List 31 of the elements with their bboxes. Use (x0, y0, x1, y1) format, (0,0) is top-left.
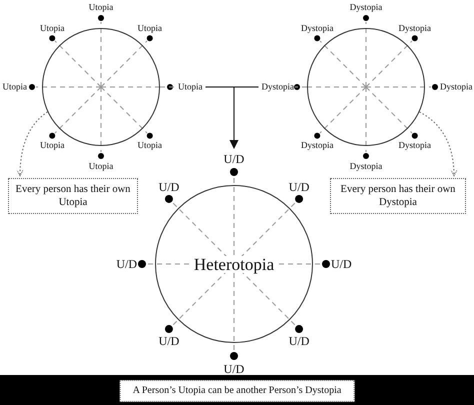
dashed-spoke (294, 86, 308, 88)
spoke-label: Utopia (40, 24, 64, 34)
spoke-label: U/D (158, 181, 180, 194)
spoke-label: U/D (288, 334, 310, 347)
spoke-label: Utopia (88, 162, 114, 171)
spoke-label: U/D (158, 334, 180, 347)
note-box: Every person has their own Dystopia (330, 178, 466, 214)
dotted-arrow (418, 111, 458, 176)
spoke-label: Utopia (138, 24, 162, 34)
spoke-label: U/D (288, 181, 310, 194)
spoke-label: U/D (224, 363, 244, 375)
dotted-arrow (16, 111, 48, 176)
spoke-label: Dystopia (398, 140, 432, 150)
spoke-label: Dystopia (300, 24, 334, 34)
spoke-label: Dystopia (300, 140, 334, 150)
spoke-label: Utopia (2, 82, 27, 92)
spoke-label: Dystopia (440, 82, 472, 92)
spoke-label: Utopia (178, 82, 202, 92)
spoke-label: Utopia (138, 140, 162, 150)
spoke-label: Dystopia (262, 82, 294, 92)
spoke-label: Dystopia (350, 3, 382, 12)
spoke-label: U/D (331, 258, 352, 270)
connector-arrow (230, 86, 259, 149)
spoke-label: U/D (116, 258, 137, 270)
spoke-label: Dystopia (398, 24, 432, 34)
spoke-label: U/D (224, 153, 244, 165)
spoke-label: Dystopia (350, 162, 382, 171)
note-box: Every person has their own Utopia (8, 178, 138, 214)
caption-box: A Person’s Utopia can be another Person’s Dystopia (120, 380, 354, 402)
spoke-label: Utopia (40, 140, 64, 150)
spoke-label: Utopia (88, 3, 114, 12)
